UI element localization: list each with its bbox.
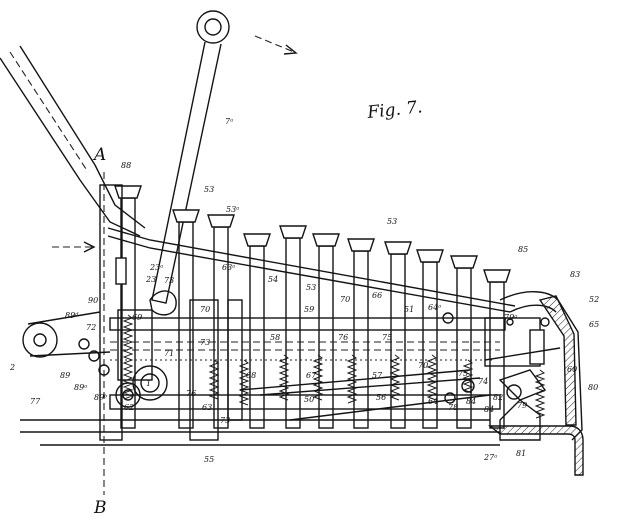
ref-label: 83 <box>570 270 580 279</box>
key-row <box>114 185 511 429</box>
ref-label: 60 <box>567 365 577 374</box>
ref-label: 56 <box>376 393 386 402</box>
typewriter-key <box>312 233 340 429</box>
ref-label: 89ᵃ <box>74 383 87 392</box>
coil-spring <box>534 369 546 419</box>
cover-plate <box>107 227 516 313</box>
ref-label: 27ᵃ <box>483 453 497 462</box>
ref-label: 57 <box>372 371 383 380</box>
ref-label: 74 <box>478 377 488 386</box>
section-label-top: A <box>92 145 106 165</box>
ref-label: 78 <box>448 403 458 412</box>
typewriter-key <box>243 233 271 429</box>
typewriter-key <box>279 225 307 429</box>
ref-label: 80 <box>588 383 598 392</box>
ref-label: 71 <box>164 349 174 358</box>
ref-label: 53 <box>387 217 397 226</box>
ref-label: 73 <box>164 276 174 285</box>
ref-label: 77 <box>30 397 41 406</box>
right-mechanism <box>442 312 561 441</box>
ref-label: 51 <box>404 305 414 314</box>
coil-spring <box>462 359 474 394</box>
typewriter-key <box>172 209 200 429</box>
ref-label: 63 <box>202 403 212 412</box>
ref-label: 53 <box>204 185 214 194</box>
ref-label: 85 <box>518 245 528 254</box>
ref-label: 7ᵃ <box>225 117 233 126</box>
ref-label: 89ᵇ <box>94 393 107 402</box>
ref-label: 67 <box>306 371 317 380</box>
direction-arrow-top <box>254 35 298 55</box>
ref-label: 79ᵃ <box>504 313 517 322</box>
ref-label: 64 <box>428 397 438 406</box>
coil-spring <box>389 354 401 401</box>
link-bars <box>239 369 491 421</box>
ref-label: 54 <box>268 275 278 284</box>
ref-label: 59 <box>304 305 314 314</box>
main-lever <box>151 10 230 304</box>
coil-spring <box>208 359 220 400</box>
ref-label: 84 <box>466 397 476 406</box>
ref-label: 73 <box>200 338 210 347</box>
coil-spring <box>238 359 250 406</box>
typewriter-key <box>384 241 412 429</box>
ref-label: 70 <box>200 305 210 314</box>
typewriter-key <box>207 214 235 429</box>
ref-label: 53 <box>306 283 316 292</box>
ref-label: 81 <box>516 449 526 458</box>
housing-right <box>499 291 583 441</box>
ref-label: 88 <box>121 161 131 170</box>
ref-label: 23 <box>145 275 156 284</box>
ref-label: 66 <box>372 291 382 300</box>
ref-label: 50 <box>304 395 314 404</box>
ref-label: 69 <box>132 313 142 322</box>
ref-label: 76 <box>338 333 348 342</box>
ref-label: 64ᵃ <box>428 303 441 312</box>
ref-label: 63ᵃ <box>222 263 235 272</box>
ref-label: 76 <box>186 389 196 398</box>
ref-label: 89 <box>60 371 70 380</box>
ref-label: 89ᵈ <box>65 311 79 320</box>
ref-label: 70 <box>418 361 428 370</box>
reference-labels: 88 53 53ᵃ 53 7ᵃ 85 83 52 65 60 80 81 27ᵃ… <box>9 117 599 464</box>
ref-label: 79 <box>517 401 527 410</box>
direction-arrow-left <box>52 241 96 253</box>
ref-label: 62 <box>124 403 134 412</box>
ref-label: 72 <box>86 323 96 332</box>
left-mechanism <box>22 184 243 441</box>
coil-spring <box>426 354 438 401</box>
typewriter-key <box>416 249 444 429</box>
coil-spring <box>122 314 134 400</box>
ref-label: 52 <box>589 295 599 304</box>
paper-chute <box>0 45 146 237</box>
section-label-bottom: B <box>93 498 107 518</box>
ref-label: 90 <box>88 296 98 305</box>
ref-label: 2 <box>9 363 15 372</box>
coil-spring <box>346 354 358 404</box>
typewriter-key <box>450 255 478 429</box>
ref-label: 68 <box>246 371 256 380</box>
typewriter-key <box>347 238 375 429</box>
ref-label: 73 <box>220 416 230 425</box>
ref-label: 23ᵃ <box>149 263 163 272</box>
figure-title: Fig. 7. <box>365 97 423 123</box>
ref-label: 53ᵃ <box>226 205 239 214</box>
ref-label: 70 <box>340 295 350 304</box>
ref-label: 58 <box>270 333 280 342</box>
ref-label: 75 <box>382 333 392 342</box>
ref-label: 1 <box>146 379 151 388</box>
coil-spring <box>312 354 324 401</box>
ref-label: 75 <box>458 369 468 378</box>
ref-label: 82 <box>493 393 503 402</box>
ref-label: 55 <box>204 455 214 464</box>
ref-label: 65 <box>589 320 599 329</box>
ref-label: 84 <box>484 405 494 414</box>
